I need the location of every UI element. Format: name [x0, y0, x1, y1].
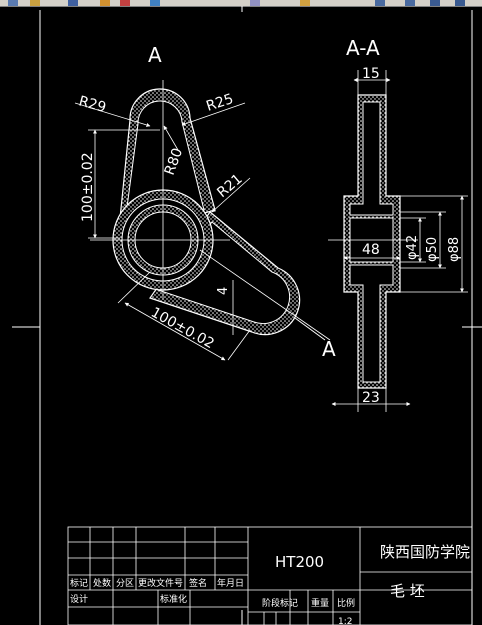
radius-right-label: R25	[204, 91, 235, 115]
section-title: A-A	[346, 36, 380, 60]
toolbar-icon[interactable]	[405, 0, 415, 6]
standardize-label: 标准化	[160, 593, 187, 605]
weight-label: 重量	[311, 597, 329, 609]
plan-dimension-lines	[74, 102, 251, 361]
title-block-text: HT200 陕西国防学院 毛 坯 标记 处数 分区 更改文件号 签名 年月日 设…	[70, 543, 470, 625]
drawing-border	[12, 6, 482, 625]
section-lower-cavity	[349, 264, 394, 383]
outer-diameter-label: φ88	[447, 237, 462, 262]
right-arm-inner	[157, 221, 291, 325]
toolbar-icon[interactable]	[300, 0, 310, 6]
toolbar-icon[interactable]	[455, 0, 465, 6]
cad-drawing: A A R29 R25 R80 R21 100±0.02 100±0.02 4 …	[12, 6, 482, 625]
cad-toolbar	[0, 0, 482, 7]
toolbar-icon[interactable]	[120, 0, 130, 6]
row-label-date: 年月日	[217, 577, 244, 589]
toolbar-icon[interactable]	[250, 0, 260, 6]
school-name: 陕西国防学院	[380, 543, 470, 561]
section-dimension-lines	[331, 70, 468, 412]
design-label: 设计	[70, 593, 88, 605]
bore-diameter-label: φ42	[405, 235, 420, 260]
row-label-mark: 标记	[70, 577, 88, 589]
inner-diameter-label: φ50	[425, 237, 440, 262]
toolbar-icon[interactable]	[8, 0, 18, 6]
row-label-count: 处数	[93, 577, 111, 589]
cut-mark-bottom: A	[322, 337, 336, 361]
thickness-label: 4	[216, 287, 231, 295]
bottom-width-label: 23	[362, 390, 380, 406]
radius-left-label: R29	[77, 93, 108, 116]
cut-mark-top: A	[148, 43, 162, 67]
section-view: A-A 15 48 φ42	[328, 36, 468, 412]
plan-view: A A R29 R25 R80 R21 100±0.02 100±0.02 4	[74, 43, 336, 361]
material-label: HT200	[275, 553, 324, 571]
center-lines	[90, 80, 331, 341]
scale-label: 比例	[337, 597, 355, 609]
title-block	[67, 526, 473, 625]
row-label-zone: 分区	[116, 578, 134, 589]
vertical-distance-label: 100±0.02	[80, 152, 96, 222]
hub-depth-label: 48	[362, 242, 380, 258]
toolbar-icon[interactable]	[100, 0, 110, 6]
part-name: 毛 坯	[390, 582, 425, 600]
top-width-label: 15	[362, 66, 380, 82]
scale-value: 1:2	[338, 617, 352, 625]
cut-line	[294, 317, 326, 341]
radius-small-label: R21	[214, 171, 245, 201]
row-label-change-doc: 更改文件号	[138, 577, 183, 589]
row-label-signature: 签名	[189, 577, 207, 589]
toolbar-icon[interactable]	[30, 0, 40, 6]
section-upper-cavity	[349, 101, 394, 216]
toolbar-icon[interactable]	[375, 0, 385, 6]
toolbar-icon[interactable]	[68, 0, 78, 6]
stage-mark-label: 阶段标记	[262, 597, 298, 609]
toolbar-icon[interactable]	[150, 0, 160, 6]
toolbar-icon[interactable]	[430, 0, 440, 6]
